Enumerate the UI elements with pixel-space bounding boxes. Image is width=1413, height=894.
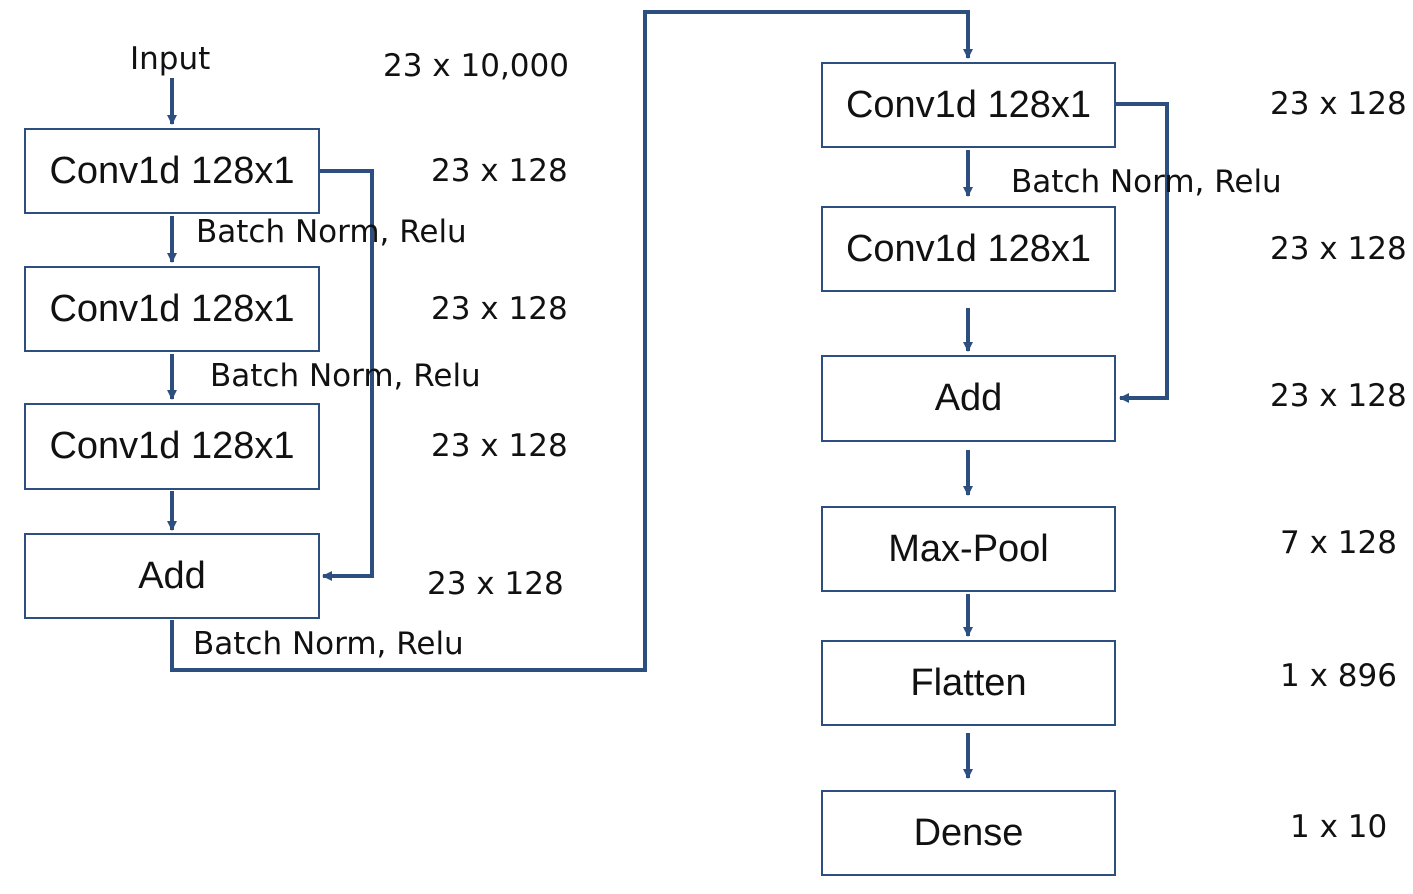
conv5-dims: 23 x 128	[1270, 231, 1407, 267]
conv4-dims: 23 x 128	[1270, 86, 1407, 122]
flatten-block: Flatten	[821, 640, 1116, 726]
skip-connection-right	[1115, 102, 1169, 403]
add-block-1: Add	[24, 533, 320, 619]
input-label: Input	[130, 41, 211, 77]
batchnorm-relu-label-2: Batch Norm, Relu	[210, 358, 481, 394]
flatten-dims: 1 x 896	[1280, 658, 1397, 694]
dense-dims: 1 x 10	[1290, 809, 1388, 845]
add2-dims: 23 x 128	[1270, 378, 1407, 414]
conv1d-block-3: Conv1d 128x1	[24, 403, 320, 490]
conv1d-block-5: Conv1d 128x1	[821, 206, 1116, 292]
input-dims: 23 x 10,000	[383, 48, 569, 84]
arrow-add1-conv4	[170, 10, 973, 672]
batchnorm-relu-label-4: Batch Norm, Relu	[1011, 164, 1282, 200]
conv1d-block-4: Conv1d 128x1	[821, 62, 1116, 148]
skip-connection-left	[319, 169, 374, 581]
conv1-dims: 23 x 128	[431, 153, 568, 189]
maxpool-block: Max-Pool	[821, 506, 1116, 592]
conv1d-block-2: Conv1d 128x1	[24, 266, 320, 352]
conv2-dims: 23 x 128	[431, 291, 568, 327]
dense-block: Dense	[821, 790, 1116, 876]
maxpool-dims: 7 x 128	[1280, 525, 1397, 561]
add-block-2: Add	[821, 355, 1116, 442]
conv3-dims: 23 x 128	[431, 428, 568, 464]
add1-dims: 23 x 128	[427, 566, 564, 602]
batchnorm-relu-label-1: Batch Norm, Relu	[196, 214, 467, 250]
batchnorm-relu-label-3: Batch Norm, Relu	[193, 626, 464, 662]
conv1d-block-1: Conv1d 128x1	[24, 128, 320, 214]
